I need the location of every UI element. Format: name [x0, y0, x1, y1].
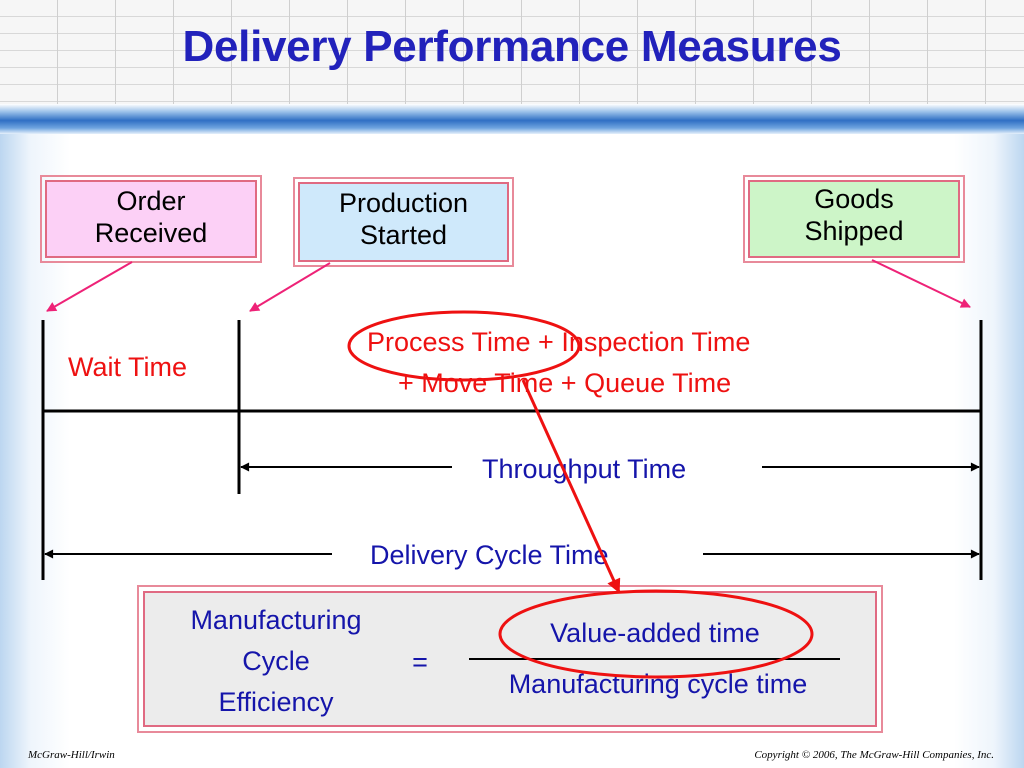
- efficiency-label: Manufacturing Cycle Efficiency: [160, 600, 392, 723]
- efficiency-label-line2: Cycle: [242, 646, 310, 676]
- goods-shipped-line2: Shipped: [804, 216, 904, 246]
- formula-numerator: Value-added time: [550, 618, 760, 648]
- delivery-cycle-time-label: Delivery Cycle Time: [366, 540, 613, 571]
- production-pointer-arrow: [249, 262, 331, 312]
- process-time-line2: + Move Time + Queue Time: [398, 368, 732, 398]
- order-pointer-arrow: [46, 261, 133, 312]
- efficiency-label-line3: Efficiency: [218, 687, 334, 717]
- order-received-line1: Order: [116, 186, 186, 216]
- goods-shipped-box: Goods Shipped: [743, 175, 965, 263]
- efficiency-label-line1: Manufacturing: [190, 605, 362, 635]
- process-time-line1: Process Time + Inspection Time: [367, 327, 751, 357]
- header-grid-background: [0, 0, 1024, 104]
- formula-denominator: Manufacturing cycle time: [508, 669, 808, 699]
- wait-time-label: Wait Time: [68, 352, 188, 382]
- production-started-line2: Started: [359, 220, 448, 250]
- value-added-circle: [498, 589, 814, 679]
- highlight-connector-arrow: [521, 379, 621, 594]
- shipped-pointer-arrow: [871, 259, 971, 308]
- footer-publisher: McGraw-Hill/Irwin: [28, 749, 115, 761]
- goods-shipped-line1: Goods: [814, 184, 894, 214]
- title-band: [0, 104, 1024, 134]
- slide-title: Delivery Performance Measures: [182, 22, 842, 71]
- production-started-box: Production Started: [293, 177, 514, 267]
- footer-copyright: Copyright © 2006, The McGraw-Hill Compan…: [754, 749, 994, 761]
- production-started-line1: Production: [338, 188, 469, 218]
- order-received-box: Order Received: [40, 175, 262, 263]
- process-time-circle: [347, 310, 581, 382]
- throughput-time-label: Throughput Time: [478, 454, 691, 485]
- order-received-line2: Received: [94, 218, 208, 248]
- equals-sign: =: [412, 647, 428, 677]
